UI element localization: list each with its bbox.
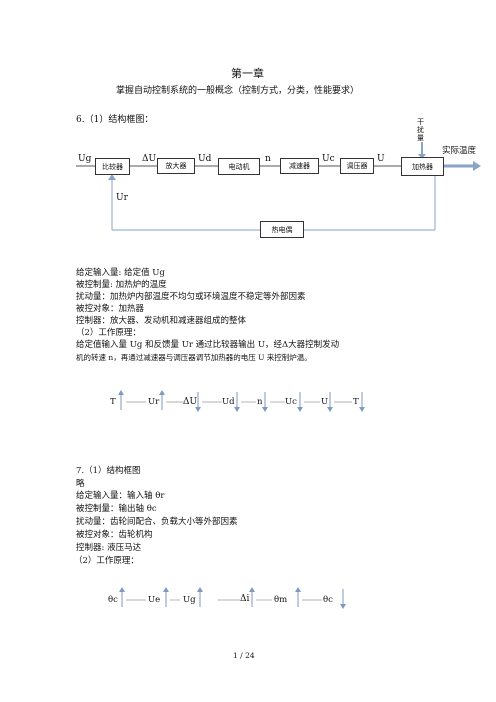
block-reducer: 减速器 xyxy=(280,158,319,174)
q6-chain-4: n xyxy=(257,397,263,407)
q6-given-input: 给定输入量: 给定值 Ug xyxy=(76,268,165,278)
q6-controller: 控制器：放大器、发动机和减速器组成的整体 xyxy=(76,316,247,326)
q7-disturbance: 扰动量：齿轮间配合、负载大小等外部因素 xyxy=(76,517,238,527)
block-heater: 加热器 xyxy=(401,157,444,176)
block-motor: 电动机 xyxy=(218,158,260,175)
page-number: 1 / 24 xyxy=(233,651,255,660)
q7-chain-5: θc xyxy=(323,595,333,605)
q6-chain-7: T xyxy=(353,397,359,407)
q7-chain-1: Ue xyxy=(148,595,161,605)
output-arrowhead xyxy=(473,161,481,171)
q7-omitted: 略 xyxy=(76,479,85,489)
q6-principle-2: 机的转速 n，再通过减速器与调压器调节加热器的电压 U 来控制炉温。 xyxy=(76,353,312,362)
q7-principle-heading: （2）工作原理： xyxy=(74,556,139,566)
q6-chain-6: U xyxy=(321,397,329,407)
q6-chain-0: T xyxy=(110,397,116,407)
q7-chain-0: θc xyxy=(108,595,118,605)
q7-chain-4: θm xyxy=(274,595,288,605)
q7-heading: 7.（1）结构框图 xyxy=(76,466,141,476)
chapter-title: 第一章 xyxy=(231,67,264,80)
q6-heading: 6.（1）结构框图： xyxy=(76,115,154,125)
signal-u: U xyxy=(377,154,385,164)
feedback-arrowhead xyxy=(108,174,116,180)
q6-chain-1: Ur xyxy=(148,397,160,407)
q6-chain-5: Uc xyxy=(285,397,297,407)
signal-ur: Ur xyxy=(116,193,128,203)
q6-principle-1: 给定值输入量 Ug 和反馈量 Ur 通过比较器输出 U，经Δ大器控制发动 xyxy=(76,340,340,350)
q7-controller: 控制器: 液压马达 xyxy=(76,543,142,553)
block-comparator: 比较器 xyxy=(95,158,130,175)
block-regulator: 调压器 xyxy=(340,158,374,174)
disturbance-label: 干扰量 xyxy=(417,118,424,142)
block-amplifier: 放大器 xyxy=(157,158,195,174)
output-label: 实际温度 xyxy=(442,146,477,156)
signal-uc: Uc xyxy=(322,154,335,164)
signal-ud: Ud xyxy=(198,154,212,164)
q6-controlled: 被控制量: 加热炉的温度 xyxy=(76,280,167,290)
q6-disturbance: 扰动量：加热炉内部温度不均匀或环境温度不稳定等外部因素 xyxy=(76,292,306,302)
disturbance-arrowhead xyxy=(418,154,426,159)
q6-principle-heading: （2）工作原理： xyxy=(76,328,141,338)
q6-chain-3: Ud xyxy=(222,397,235,407)
q6-object: 被控对象：加热器 xyxy=(76,304,145,314)
q6-chain-2: ΔU xyxy=(183,397,198,407)
q7-chain-2: Ug xyxy=(183,595,196,605)
q7-object: 被控对象：齿轮机构 xyxy=(76,530,153,540)
block-thermocouple: 热电偶 xyxy=(260,221,304,238)
q7-controlled: 被控制量：输出轴 θc xyxy=(76,504,157,514)
signal-n: n xyxy=(265,154,271,164)
q7-chain-3: Δi xyxy=(240,594,250,604)
chapter-subtitle: 掌握自动控制系统的一般概念（控制方式，分类，性能要求） xyxy=(116,86,360,96)
signal-ug: Ug xyxy=(78,154,92,164)
q7-given-input: 给定输入量：输入轴 θr xyxy=(76,491,165,501)
signal-du: ΔU xyxy=(142,154,157,164)
